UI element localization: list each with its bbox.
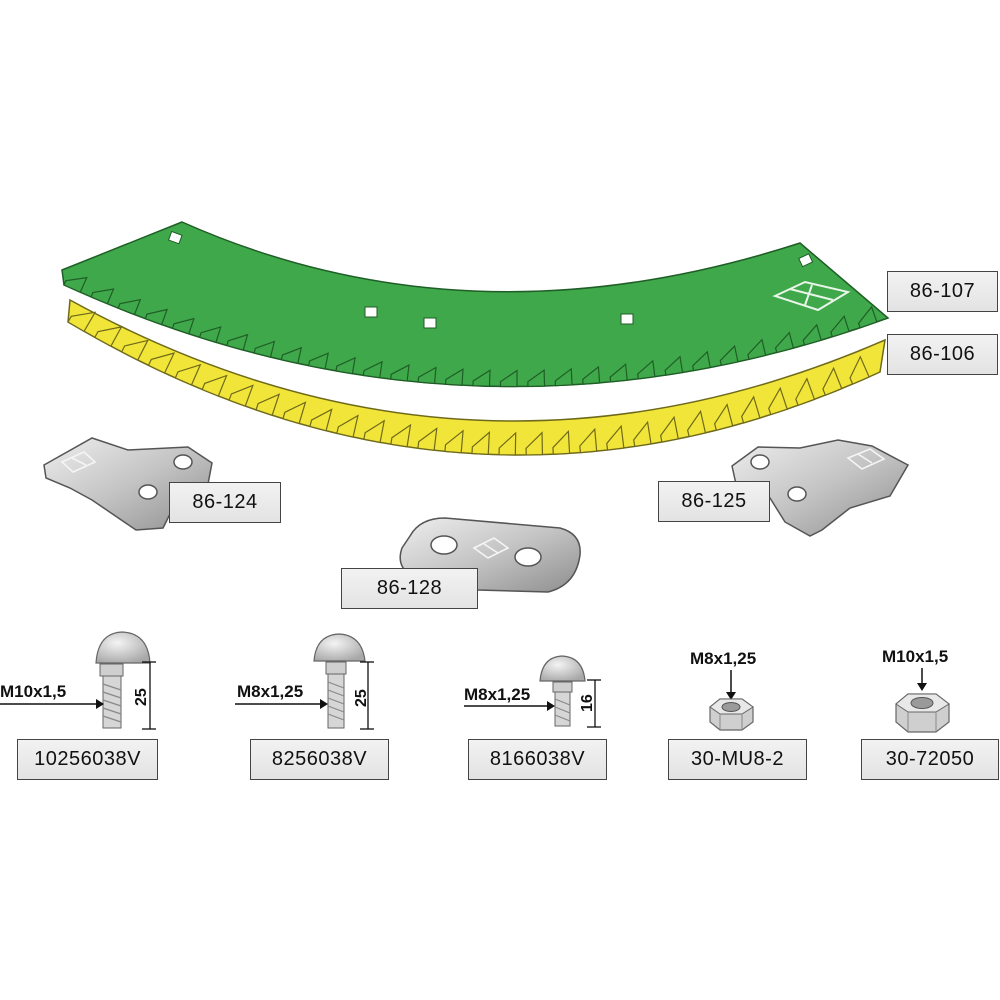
bolt-1-icon [0,631,156,730]
bolt-3-label: 8166038V [468,739,607,780]
bolt-1-thread: M10x1,5 [0,682,66,701]
nut-1-icon [709,670,754,731]
bolt-1-label: 10256038V [17,739,158,780]
yellow-blade [67,298,886,456]
right-clamp [731,439,910,537]
nut-2-label: 30-72050 [861,739,999,780]
brand-logo-icon [772,280,851,312]
bolt-2-label: 8256038V [250,739,389,780]
bolt-1-length: 25 [133,688,150,706]
left-clamp-label: 86-124 [169,482,281,523]
bolt-3-length: 16 [579,694,596,712]
bolt-3-icon [464,655,601,728]
green-blade-label: 86-107 [887,271,998,312]
bolt-2-length: 25 [353,689,370,707]
bolt-3-thread: M8x1,25 [464,685,530,704]
nut-2-icon [895,668,950,733]
bolt-2-icon [235,633,374,730]
nut-1-thread: M8x1,25 [690,649,756,668]
green-blade [61,221,890,388]
bolt-2-thread: M8x1,25 [237,682,303,701]
nut-2-thread: M10x1,5 [882,647,948,666]
yellow-blade-label: 86-106 [887,334,998,375]
right-clamp-label: 86-125 [658,481,770,522]
center-plate-label: 86-128 [341,568,478,609]
nut-1-label: 30-MU8-2 [668,739,807,780]
